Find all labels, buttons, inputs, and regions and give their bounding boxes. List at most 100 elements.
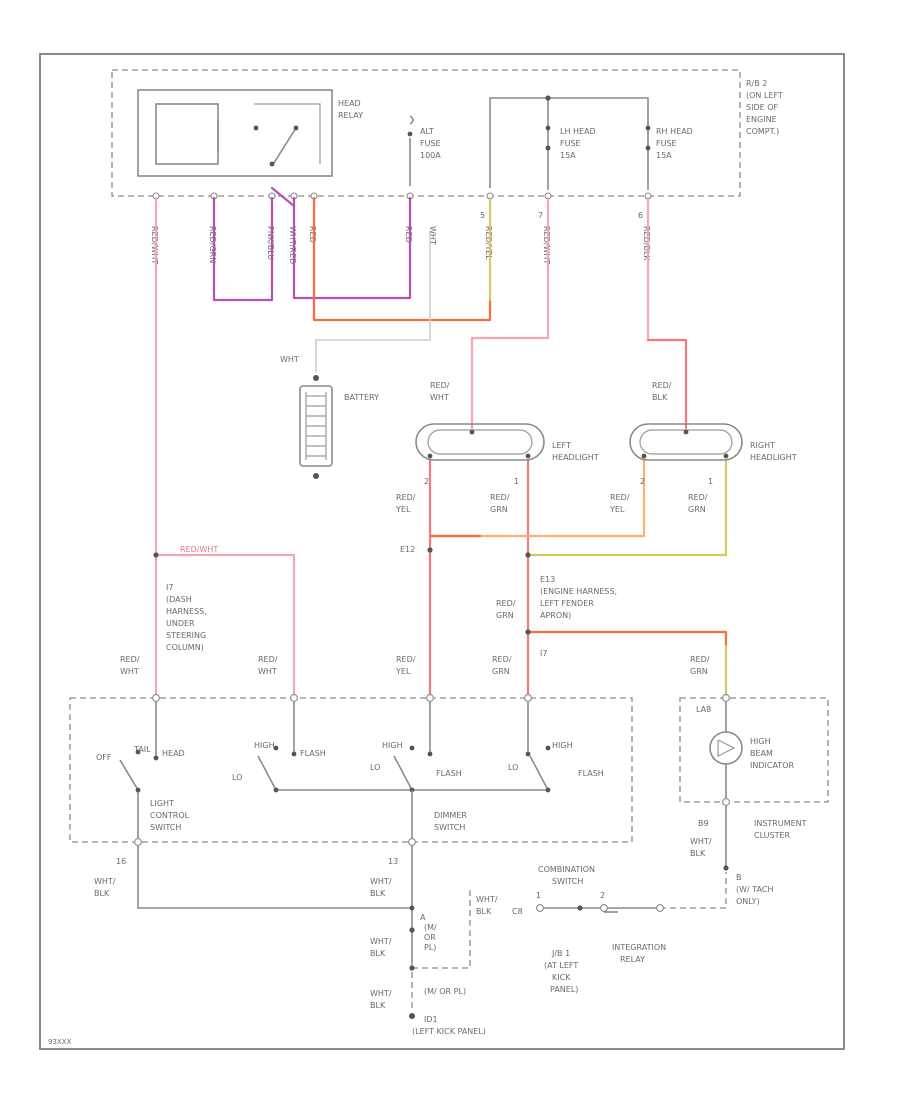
relay-box-location-label: R/B 2 (ON LEFT SIDE OF ENGINE COMPT.) [746,79,783,136]
svg-text:TAIL: TAIL [133,745,151,754]
svg-text:FLASH: FLASH [300,749,326,758]
svg-text:HIGH: HIGH [750,737,771,746]
svg-text:LA8: LA8 [696,705,711,714]
svg-text:WHT/: WHT/ [94,877,116,886]
svg-text:(ENGINE HARNESS,: (ENGINE HARNESS, [540,587,617,596]
svg-text:YEL: YEL [395,505,411,514]
ground-id1: A (M/ OR PL) WHT/ BLK (M/ OR PL) WHT/ BL… [370,913,486,1036]
svg-text:(M/ OR PL): (M/ OR PL) [424,987,466,996]
svg-text:RED/: RED/ [396,493,416,502]
svg-text:RED/: RED/ [492,655,512,664]
svg-text:UNDER: UNDER [166,619,195,628]
svg-text:WHT: WHT [258,667,277,676]
svg-text:WHT/: WHT/ [370,937,392,946]
svg-text:FUSE: FUSE [656,139,677,148]
svg-text:7: 7 [538,211,543,220]
splice-i7-upper: RED/WHT I7 (DASH HARNESS, UNDER STEERING… [153,545,218,652]
svg-text:RED/: RED/ [690,655,710,664]
wire-lh-feed [470,196,550,430]
wire-rh-feed [646,338,688,430]
svg-text:J/B 1: J/B 1 [551,949,570,958]
svg-text:BEAM: BEAM [750,749,773,758]
svg-text:BATTERY: BATTERY [344,393,379,402]
svg-text:COMBINATION: COMBINATION [538,865,595,874]
svg-text:FLASH: FLASH [436,769,462,778]
svg-text:SWITCH: SWITCH [434,823,465,832]
svg-text:DIMMER: DIMMER [434,811,467,820]
svg-text:15A: 15A [656,151,672,160]
svg-text:LEFT FENDER: LEFT FENDER [540,599,594,608]
svg-text:GRN: GRN [490,505,508,514]
svg-text:LO: LO [508,763,518,772]
svg-text:ONLY): ONLY) [736,897,760,906]
svg-text:R/B 2: R/B 2 [746,79,767,88]
wire-indicator-feed [526,630,728,648]
svg-text:RED/: RED/ [688,493,708,502]
svg-text:HEADLIGHT: HEADLIGHT [750,453,797,462]
svg-text:RED/: RED/ [430,381,450,390]
svg-text:HEADLIGHT: HEADLIGHT [552,453,599,462]
svg-text:I7: I7 [540,649,547,658]
svg-text:RIGHT: RIGHT [750,441,775,450]
svg-text:RED/YEL: RED/YEL [484,226,493,260]
svg-text:FLASH: FLASH [578,769,604,778]
svg-text:ID1: ID1 [424,1015,438,1024]
svg-text:(DASH: (DASH [166,595,192,604]
svg-text:PL): PL) [424,943,436,952]
combination-switch-and-relay: WHT/ BLK C8 COMBINATION SWITCH 1 2 INTEG… [412,865,727,994]
svg-text:RH HEAD: RH HEAD [656,127,693,136]
switch-pins [134,694,532,846]
svg-text:6: 6 [638,211,643,220]
svg-text:GRN: GRN [492,667,510,676]
svg-text:16: 16 [116,857,126,866]
svg-text:WHT/: WHT/ [690,837,712,846]
svg-text:BLK: BLK [652,393,668,402]
svg-text:SIDE OF: SIDE OF [746,103,778,112]
svg-text:SWITCH: SWITCH [150,823,181,832]
splice-i7-lower: I7 [525,629,547,658]
wire-rh-red-grn [526,458,728,557]
switch-ground-wiring: 16 13 WHT/ BLK WHT/ BLK [94,846,415,962]
switch-assembly-outline [69,697,633,843]
svg-text:(M/: (M/ [424,923,437,932]
svg-text:HEAD: HEAD [338,99,361,108]
svg-text:GRN: GRN [496,611,514,620]
svg-text:HIGH: HIGH [254,741,275,750]
svg-text:2: 2 [424,477,429,486]
svg-text:WHT: WHT [120,667,139,676]
svg-text:SWITCH: SWITCH [552,877,583,886]
relay-box-wire-codes: RED/WHT RED/GRN PNK/BLU WHT/RED RED RED … [150,226,651,264]
svg-text:(ON LEFT: (ON LEFT [746,91,783,100]
svg-text:C8: C8 [512,907,523,916]
svg-text:FUSE: FUSE [560,139,581,148]
svg-text:PNK/BLU: PNK/BLU [266,226,275,260]
wire-purple-loop-1 [212,196,274,302]
svg-text:COMPT.): COMPT.) [746,127,779,136]
alt-fuse: ALT FUSE 100A [407,115,441,186]
svg-text:B: B [736,873,742,882]
svg-text:BLK: BLK [690,849,706,858]
svg-text:RELAY: RELAY [338,111,363,120]
svg-text:GRN: GRN [688,505,706,514]
svg-text:E13: E13 [540,575,555,584]
svg-text:PANEL): PANEL) [550,985,578,994]
svg-text:BLK: BLK [370,1001,386,1010]
svg-text:B9: B9 [698,819,709,828]
svg-text:INDICATOR: INDICATOR [750,761,794,770]
splice-e12: E12 [400,545,433,554]
svg-text:1: 1 [514,477,519,486]
svg-text:HIGH: HIGH [552,741,573,750]
svg-text:RED/: RED/ [610,493,630,502]
wire-white-battery [315,230,431,372]
splice-e13: E13 (ENGINE HARNESS, LEFT FENDER APRON) … [496,552,617,620]
high-beam-indicator: RED/ GRN LA8 HIGH BEAM INDICATOR INSTRUM… [690,655,807,906]
svg-text:CLUSTER: CLUSTER [754,831,791,840]
svg-text:RED: RED [308,226,317,243]
svg-text:1: 1 [708,477,713,486]
svg-text:INTEGRATION: INTEGRATION [612,943,666,952]
svg-text:WHT/: WHT/ [370,877,392,886]
svg-text:RED/: RED/ [652,381,672,390]
svg-text:ENGINE: ENGINE [746,115,777,124]
svg-text:(W/ TACH: (W/ TACH [736,885,773,894]
